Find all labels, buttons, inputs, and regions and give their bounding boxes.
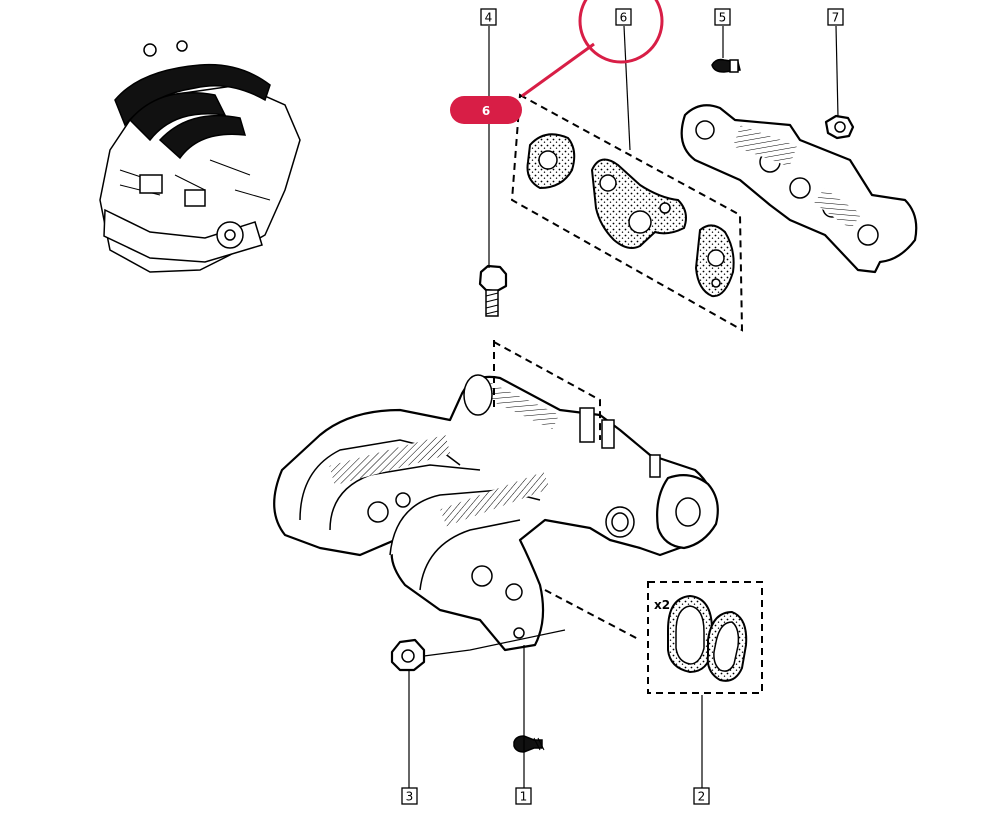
assembly-line-gasket <box>544 589 641 641</box>
highlight-badge-label: 6 <box>482 104 490 118</box>
quantity-label: x2 <box>654 598 670 612</box>
svg-text:2: 2 <box>698 790 706 804</box>
svg-text:6: 6 <box>620 11 628 25</box>
engine-thumbnail <box>99 40 301 273</box>
manifold-flange-upper-right <box>680 104 918 274</box>
gasket-pair-part-2 <box>647 581 763 694</box>
intake-manifold <box>273 374 719 652</box>
callout-5: 5 <box>714 8 731 26</box>
svg-text:4: 4 <box>485 11 493 25</box>
gasket-large-center <box>590 158 687 249</box>
svg-text:3: 3 <box>406 790 414 804</box>
highlight-circle <box>578 0 664 64</box>
clip-part-1 <box>513 735 545 753</box>
highlight-badge <box>450 96 522 124</box>
leader-lines <box>408 25 839 788</box>
svg-text:5: 5 <box>719 11 727 25</box>
nut-part-3 <box>390 638 426 672</box>
bolt-part-4 <box>478 264 508 317</box>
highlight-pointer <box>521 42 595 98</box>
callout-3: 3 <box>401 787 418 805</box>
callout-7: 7 <box>827 8 844 26</box>
highlight-annotation: 6 <box>450 0 664 124</box>
callout-2: 2 <box>693 787 710 805</box>
callout-6: 6 <box>615 8 632 26</box>
svg-text:7: 7 <box>832 11 840 25</box>
assembly-line-flange <box>493 341 601 440</box>
svg-text:1: 1 <box>520 790 528 804</box>
clip-part-5 <box>711 58 741 73</box>
nut-part-7 <box>824 114 855 140</box>
callout-1: 1 <box>515 787 532 805</box>
callout-4: 4 <box>480 8 497 26</box>
gasket-set-6 <box>510 93 744 332</box>
